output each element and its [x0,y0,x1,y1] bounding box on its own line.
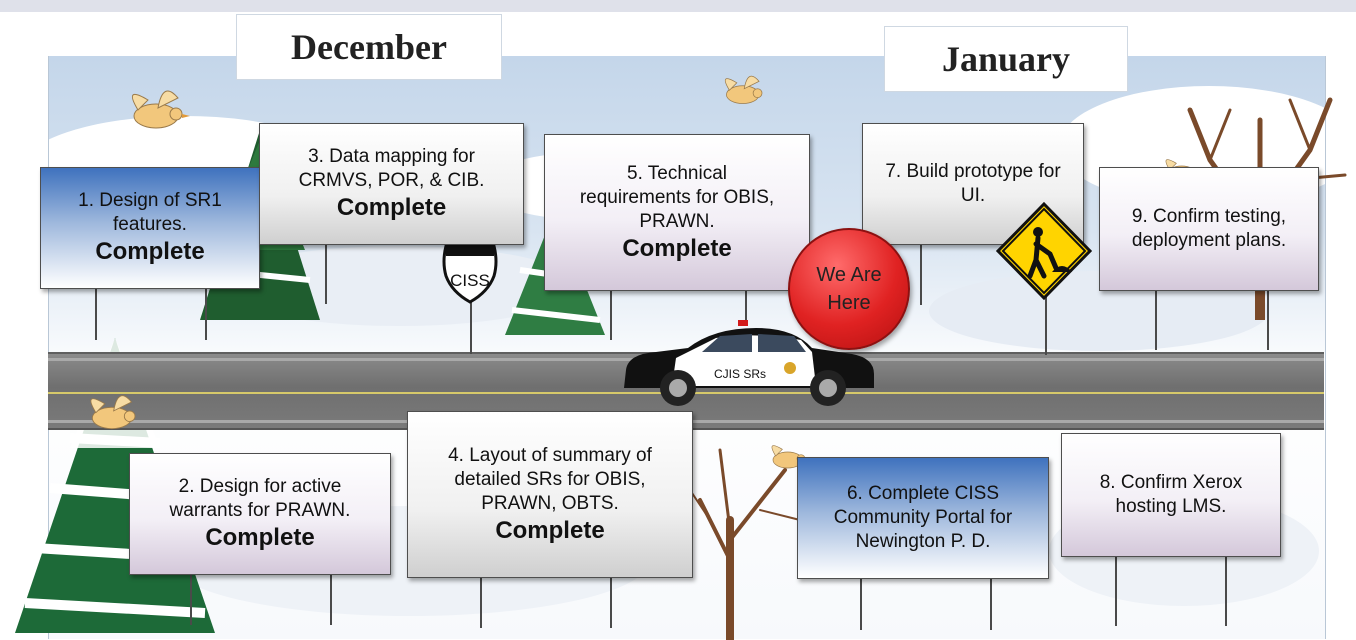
milestone-sign-3: 3. Data mapping for CRMVS, POR, & CIB. C… [259,123,524,245]
status-complete: Complete [495,516,605,544]
car-label: CJIS SRs [714,367,766,381]
month-december: December [236,14,502,80]
status-complete: Complete [205,524,315,551]
milestone-sign-4: 4. Layout of summary of detailed SRs for… [407,411,693,578]
milestone-text: 9. Confirm testing, deployment plans. [1131,206,1287,251]
road-work-sign-icon [996,202,1092,300]
milestone-text: 5. Technical requirements for OBIS, PRAW… [579,162,775,232]
milestone-text: 7. Build prototype for UI. [885,161,1061,206]
milestone-sign-8: 8. Confirm Xerox hosting LMS. [1061,433,1281,557]
dove-icon [724,75,763,104]
milestone-sign-6: 6. Complete CISS Community Portal for Ne… [797,457,1049,579]
milestone-text: 3. Data mapping for CRMVS, POR, & CIB. [298,146,485,191]
status-complete: Complete [95,238,205,265]
milestone-sign-9: 9. Confirm testing, deployment plans. [1099,167,1319,291]
bare-tree-icon [690,448,801,640]
road-shield-icon: CISS [442,244,498,304]
police-car-icon: CJIS SRs [624,320,874,406]
dove-icon [90,395,136,430]
milestone-sign-1: 1. Design of SR1 features. Complete [40,167,260,289]
dove-icon [131,90,190,129]
milestone-text: 4. Layout of summary of detailed SRs for… [448,444,652,514]
we-are-here-marker: We Are Here [788,228,910,350]
milestone-sign-5: 5. Technical requirements for OBIS, PRAW… [544,134,810,291]
shield-label: CISS [450,271,490,290]
milestone-text: 8. Confirm Xerox hosting LMS. [1099,472,1243,517]
top-bar [0,0,1356,12]
milestone-text: 1. Design of SR1 features. [78,190,222,235]
milestone-text: 6. Complete CISS Community Portal for Ne… [833,483,1013,552]
milestone-text: 2. Design for active warrants for PRAWN. [169,476,351,521]
we-are-here-label: We Are Here [816,264,882,314]
month-january: January [884,26,1128,92]
status-complete: Complete [336,194,447,221]
milestone-sign-2: 2. Design for active warrants for PRAWN.… [129,453,391,575]
status-complete: Complete [622,234,732,262]
